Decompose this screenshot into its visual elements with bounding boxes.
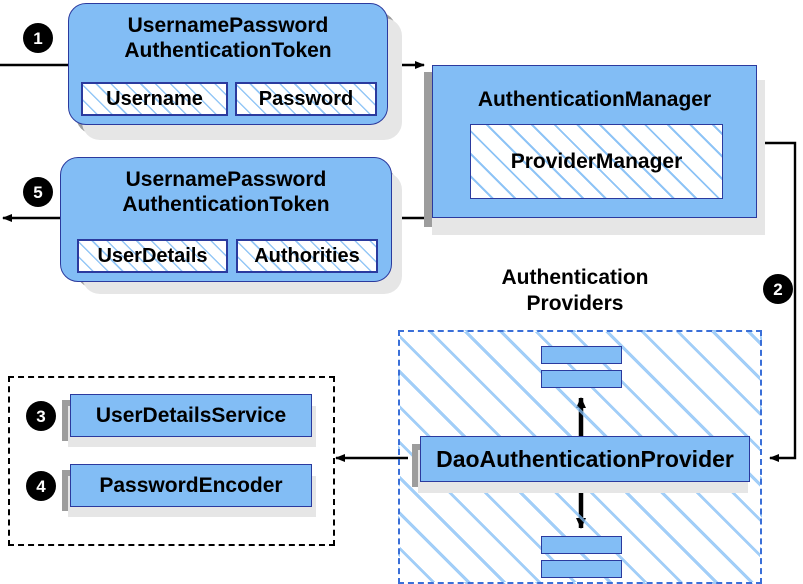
response-token-box[interactable]: UsernamePassword AuthenticationToken Use… (60, 157, 392, 282)
response-token-field-userdetails[interactable]: UserDetails (77, 239, 228, 273)
badge-1: 1 (24, 24, 52, 52)
request-token-field-username[interactable]: Username (81, 82, 228, 116)
providers-label-line1: Authentication (501, 266, 649, 289)
dao-authentication-provider-box[interactable]: DaoAuthenticationProvider (420, 436, 750, 482)
response-token-field-authorities[interactable]: Authorities (236, 239, 378, 273)
authentication-manager-box[interactable]: AuthenticationManager ProviderManager (432, 65, 757, 218)
badge-5: 5 (24, 178, 52, 206)
response-token-title-line2: AuthenticationToken (122, 193, 330, 216)
badge-4: 4 (27, 472, 55, 500)
request-token-field-password[interactable]: Password (235, 82, 377, 116)
response-token-title-line1: UsernamePassword (125, 168, 327, 191)
providers-label-line2: Providers (526, 292, 624, 315)
badge-2: 2 (764, 275, 792, 303)
userdetailsservice-box[interactable]: UserDetailsService (70, 394, 312, 437)
provider-placeholder-bar-2[interactable] (541, 370, 622, 388)
authentication-manager-title: AuthenticationManager (477, 88, 712, 111)
badge-3: 3 (27, 402, 55, 430)
request-token-title-line1: UsernamePassword (127, 14, 329, 37)
provider-placeholder-bar-1[interactable] (541, 346, 622, 364)
provider-placeholder-bar-4[interactable] (541, 560, 622, 578)
provider-placeholder-bar-3[interactable] (541, 536, 622, 554)
provider-manager-box[interactable]: ProviderManager (470, 124, 723, 199)
request-token-title-line2: AuthenticationToken (124, 39, 332, 62)
passwordencoder-box[interactable]: PasswordEncoder (70, 464, 312, 507)
request-token-box[interactable]: UsernamePassword AuthenticationToken Use… (68, 3, 388, 125)
